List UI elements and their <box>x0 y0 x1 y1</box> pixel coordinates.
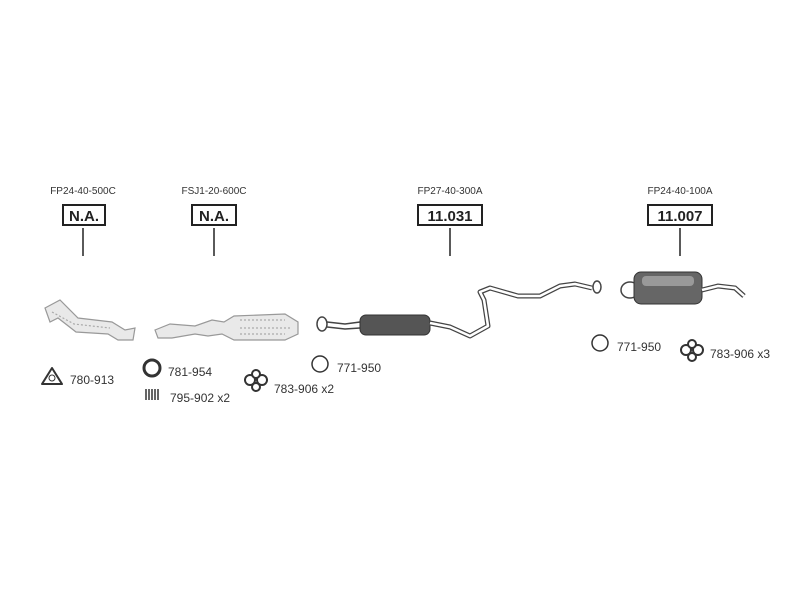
spring-icon <box>145 389 159 400</box>
front-pipe-drawing <box>44 299 136 341</box>
part-label: 795-902 x2 <box>170 391 231 405</box>
ring-gasket-icon <box>311 355 329 373</box>
triangle-gasket-icon <box>41 367 63 385</box>
assembly-code: FSJ1-20-600C <box>181 186 247 197</box>
part-label: 780-913 <box>70 373 115 387</box>
catalyst-drawing <box>154 313 299 341</box>
assembly-code: FP24-40-500C <box>50 186 116 197</box>
middle-silencer-drawing <box>316 280 602 339</box>
rubber-hanger-icon <box>680 339 704 362</box>
part-label: 783-906 x3 <box>710 347 771 361</box>
assembly-status-box: N.A. <box>191 204 237 226</box>
assembly-code: FP27-40-300A <box>417 186 483 197</box>
rear-silencer-drawing <box>620 271 746 305</box>
assembly-price-box: 11.031 <box>417 204 483 226</box>
part-label: 771-950 <box>337 361 382 375</box>
triangle-gasket-hole <box>48 374 56 382</box>
rubber-hanger-icon <box>244 369 268 392</box>
part-label: 783-906 x2 <box>274 382 335 396</box>
assembly-price-box: 11.007 <box>647 204 713 226</box>
ring-gasket-icon <box>591 334 609 352</box>
part-label: 771-950 <box>617 340 662 354</box>
assembly-status-box: N.A. <box>62 204 106 226</box>
part-label: 781-954 <box>168 365 213 379</box>
ring-gasket-icon <box>142 358 162 378</box>
assembly-code: FP24-40-100A <box>647 186 713 197</box>
